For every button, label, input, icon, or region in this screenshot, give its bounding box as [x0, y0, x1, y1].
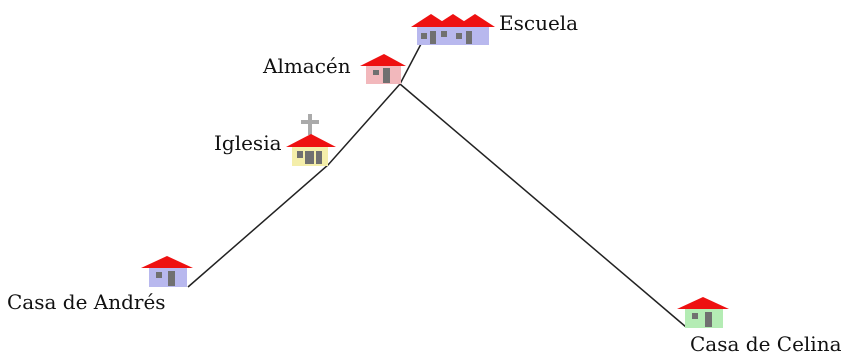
church-cross-horizontal — [301, 120, 319, 124]
label-casa-celina: Casa de Celina — [690, 332, 842, 356]
casa-andres-door — [168, 271, 175, 286]
iglesia-window — [305, 151, 314, 164]
casa-andres-roof — [141, 256, 193, 268]
road-almacen-to-escuela — [399, 43, 422, 85]
road-almacen-to-celina — [399, 83, 687, 328]
label-casa-andres: Casa de Andrés — [7, 290, 166, 314]
house-icon — [360, 54, 406, 84]
house-icon — [286, 134, 336, 166]
almacen-roof — [360, 54, 406, 66]
church-cross-icon — [301, 114, 319, 135]
house-icon — [141, 256, 193, 287]
casa-celina-roof — [677, 297, 729, 309]
casa-celina-window — [692, 313, 698, 319]
school-door — [466, 31, 472, 44]
almacen-door — [383, 68, 390, 83]
school-roof-3 — [455, 14, 495, 27]
school-wall — [417, 26, 489, 45]
casa-celina-door — [705, 312, 712, 327]
label-almacen: Almacén — [262, 54, 351, 78]
iglesia-roof — [286, 134, 336, 147]
almacen-window — [373, 70, 379, 75]
school-window — [441, 31, 447, 37]
label-iglesia: Iglesia — [214, 131, 282, 155]
school-window — [421, 33, 427, 39]
iglesia-window — [297, 151, 303, 158]
road-andres-to-almacen — [187, 83, 401, 288]
school-door — [430, 31, 436, 44]
label-escuela: Escuela — [499, 11, 578, 35]
school-icon — [411, 14, 495, 45]
casa-andres-window — [156, 272, 162, 278]
casa-celina-wall — [685, 308, 723, 328]
house-icon — [677, 297, 729, 328]
church-cross-vertical — [308, 114, 312, 135]
school-window — [456, 33, 462, 39]
iglesia-window — [316, 151, 322, 164]
